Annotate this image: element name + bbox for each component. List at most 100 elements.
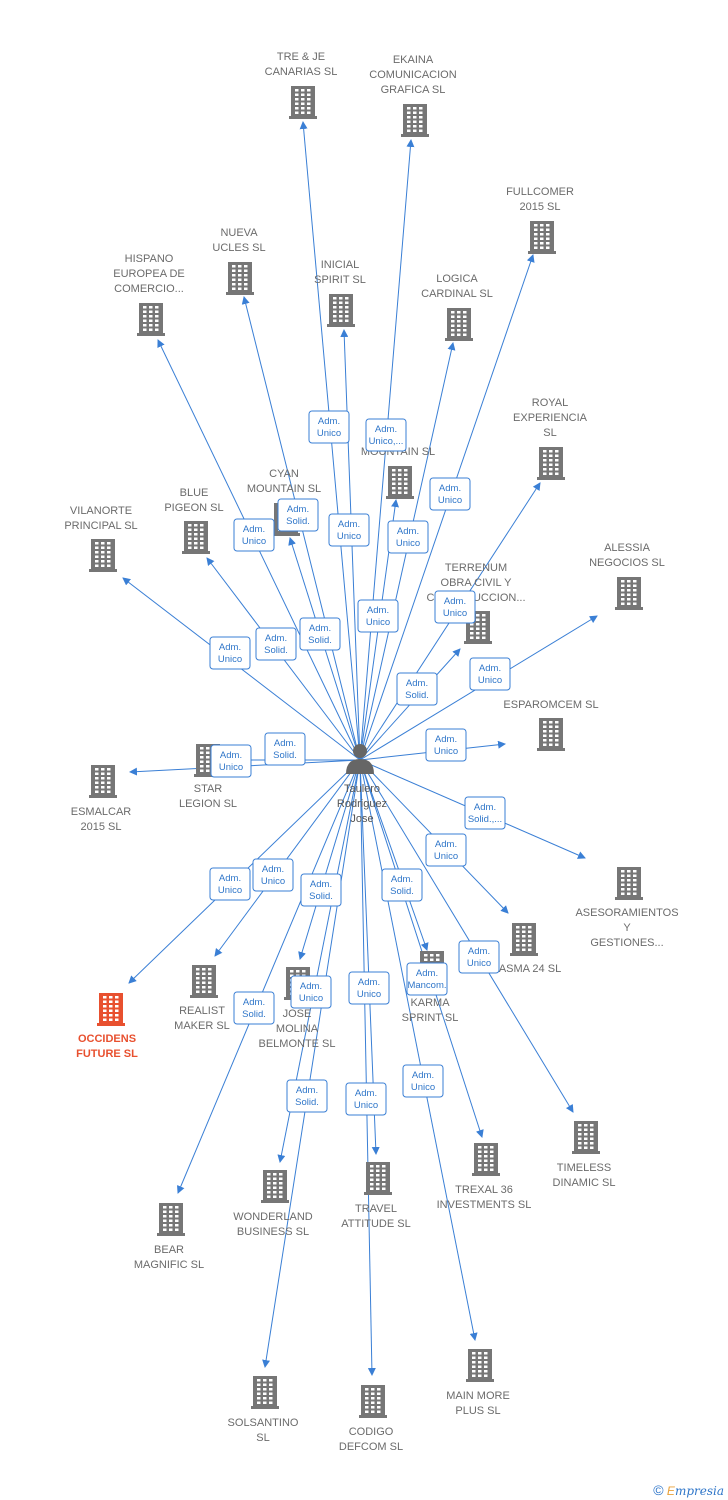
relation-badge-realist[interactable]: Adm.Unico <box>252 858 294 892</box>
company-label-jose-molina: MOLINA <box>276 1023 319 1035</box>
relation-badge-inicial-spirit[interactable]: Adm.Unico <box>328 513 370 547</box>
relation-text: Adm. <box>274 738 296 749</box>
company-label-realist: REALIST <box>179 1005 225 1017</box>
relation-badge-cyan[interactable]: Adm.Solid. <box>299 617 341 651</box>
relation-text: Adm. <box>391 874 413 885</box>
building-icon-fullcomer[interactable] <box>528 221 556 254</box>
relation-badge-main-more[interactable]: Adm.Unico <box>402 1064 444 1098</box>
relation-badge-timeless[interactable]: Adm.Unico <box>458 940 500 974</box>
relation-text: Solid. <box>273 750 297 761</box>
relation-badge-fullcomer[interactable]: Adm.Unico <box>429 477 471 511</box>
relation-badge-jose-molina[interactable]: Adm.Unico <box>290 975 332 1009</box>
company-label-codigo: DEFCOM SL <box>339 1441 403 1453</box>
building-icon-blue-pigeon[interactable] <box>182 521 210 554</box>
relation-badge-asesoramientos[interactable]: Adm.Solid.,... <box>464 796 506 830</box>
building-icon-asma[interactable] <box>510 923 538 956</box>
company-label-esmalcar: ESMALCAR <box>71 806 132 818</box>
building-icon-logica[interactable] <box>445 308 473 341</box>
relation-badge-esparomcem[interactable]: Adm.Unico <box>425 728 467 762</box>
copyright-icon: © <box>653 1482 664 1498</box>
relation-text: Adm. <box>318 416 340 427</box>
relation-text: Solid. <box>295 1097 319 1108</box>
company-label-timeless: DINAMIC SL <box>553 1177 616 1189</box>
building-icon-tre-je[interactable] <box>289 86 317 119</box>
relation-text: Unico <box>438 495 462 506</box>
edge-main-more <box>359 759 478 1341</box>
building-icon-esparomcem[interactable] <box>537 718 565 751</box>
building-icon-mountain[interactable] <box>386 466 414 499</box>
building-icon-bear[interactable] <box>157 1203 185 1236</box>
building-icon-travel[interactable] <box>364 1162 392 1195</box>
building-icon-asesoramientos[interactable] <box>615 867 643 900</box>
relation-badge-tre-je[interactable]: Adm.Unico <box>308 410 350 444</box>
company-label-cyan: CYAN <box>269 468 299 480</box>
relation-badge-terrenum[interactable]: Adm.Solid. <box>396 672 438 706</box>
relation-text: Unico <box>357 989 381 1000</box>
building-icon-timeless[interactable] <box>572 1121 600 1154</box>
company-label-terrenum: OBRA CIVIL Y <box>441 577 513 589</box>
relation-badge-asma[interactable]: Adm.Unico <box>425 833 467 867</box>
company-label-main-more: MAIN MORE <box>446 1390 510 1402</box>
company-label-asma: ASMA 24 SL <box>499 963 561 975</box>
relation-badge-hispano[interactable]: Adm.Solid. <box>277 498 319 532</box>
building-icon-inicial-spirit[interactable] <box>327 294 355 327</box>
company-label-inicial-spirit: SPIRIT SL <box>314 274 366 286</box>
relation-text: Adm. <box>375 424 397 435</box>
relation-badge-occidens[interactable]: Adm.Unico <box>209 867 251 901</box>
relation-text: Solid. <box>405 690 429 701</box>
relation-badge-alessia[interactable]: Adm.Unico <box>469 657 511 691</box>
company-label-royal: EXPERIENCIA <box>513 412 588 424</box>
building-icon-trexal[interactable] <box>472 1143 500 1176</box>
building-icon-alessia[interactable] <box>615 577 643 610</box>
relation-text: Unico <box>337 531 361 542</box>
relation-badge-ekaina[interactable]: Adm.Unico,... <box>365 418 407 452</box>
relation-badge-trexal[interactable]: Adm.Mancom. <box>406 962 448 996</box>
company-label-solsantino: SOLSANTINO <box>228 1417 299 1429</box>
company-label-asesoramientos: ASESORAMIENTOS <box>575 907 678 919</box>
company-label-nueva-ucles: UCLES SL <box>212 242 265 254</box>
relation-text: Adm. <box>479 663 501 674</box>
edge-karma <box>359 759 429 951</box>
relation-badge-logica[interactable]: Adm.Unico <box>387 520 429 554</box>
building-icon-esmalcar[interactable] <box>89 765 117 798</box>
company-label-realist: MAKER SL <box>174 1020 230 1032</box>
relation-badge-mountain[interactable]: Adm.Unico <box>357 599 399 633</box>
person-icon[interactable] <box>346 744 374 774</box>
relation-text: Adm. <box>243 997 265 1008</box>
relation-badge-travel[interactable]: Adm.Unico <box>348 971 390 1005</box>
relation-badge-royal[interactable]: Adm.Unico <box>434 590 476 624</box>
relation-text: Adm. <box>220 750 242 761</box>
relation-badge-codigo[interactable]: Adm.Unico <box>345 1082 387 1116</box>
relation-badge-wonderland[interactable]: Adm.Solid. <box>300 873 342 907</box>
relation-text: Adm. <box>310 879 332 890</box>
relation-badge-vilanorte[interactable]: Adm.Unico <box>209 636 251 670</box>
building-icon-wonderland[interactable] <box>261 1170 289 1203</box>
company-label-esparomcem: ESPAROMCEM SL <box>503 699 598 711</box>
building-icon-main-more[interactable] <box>466 1349 494 1382</box>
company-label-blue-pigeon: PIGEON SL <box>164 502 223 514</box>
footer-brand[interactable]: © Empresia <box>653 1482 724 1498</box>
building-icon-hispano[interactable] <box>137 303 165 336</box>
relation-badge-star-legion[interactable]: Adm.Solid. <box>264 732 306 766</box>
building-icon-ekaina[interactable] <box>401 104 429 137</box>
company-label-occidens: OCCIDENS <box>78 1033 136 1045</box>
relation-badge-karma[interactable]: Adm.Solid. <box>381 868 423 902</box>
relation-badge-bear[interactable]: Adm.Solid. <box>233 991 275 1025</box>
building-icon-occidens[interactable] <box>97 993 125 1026</box>
building-icon-codigo[interactable] <box>359 1385 387 1418</box>
relation-badge-blue-pigeon[interactable]: Adm.Solid. <box>255 627 297 661</box>
company-label-tre-je: TRE & JE <box>277 51 325 63</box>
relation-badge-esmalcar[interactable]: Adm.Unico <box>210 744 252 778</box>
company-label-ekaina: COMUNICACION <box>369 69 456 81</box>
building-icon-solsantino[interactable] <box>251 1376 279 1409</box>
building-icon-realist[interactable] <box>190 965 218 998</box>
building-icon-royal[interactable] <box>537 447 565 480</box>
building-icon-nueva-ucles[interactable] <box>226 262 254 295</box>
company-label-occidens: FUTURE SL <box>76 1048 138 1060</box>
relation-text: Adm. <box>367 605 389 616</box>
relation-badge-nueva-ucles[interactable]: Adm.Unico <box>233 518 275 552</box>
relation-badge-solsantino[interactable]: Adm.Solid. <box>286 1079 328 1113</box>
building-icon-vilanorte[interactable] <box>89 539 117 572</box>
